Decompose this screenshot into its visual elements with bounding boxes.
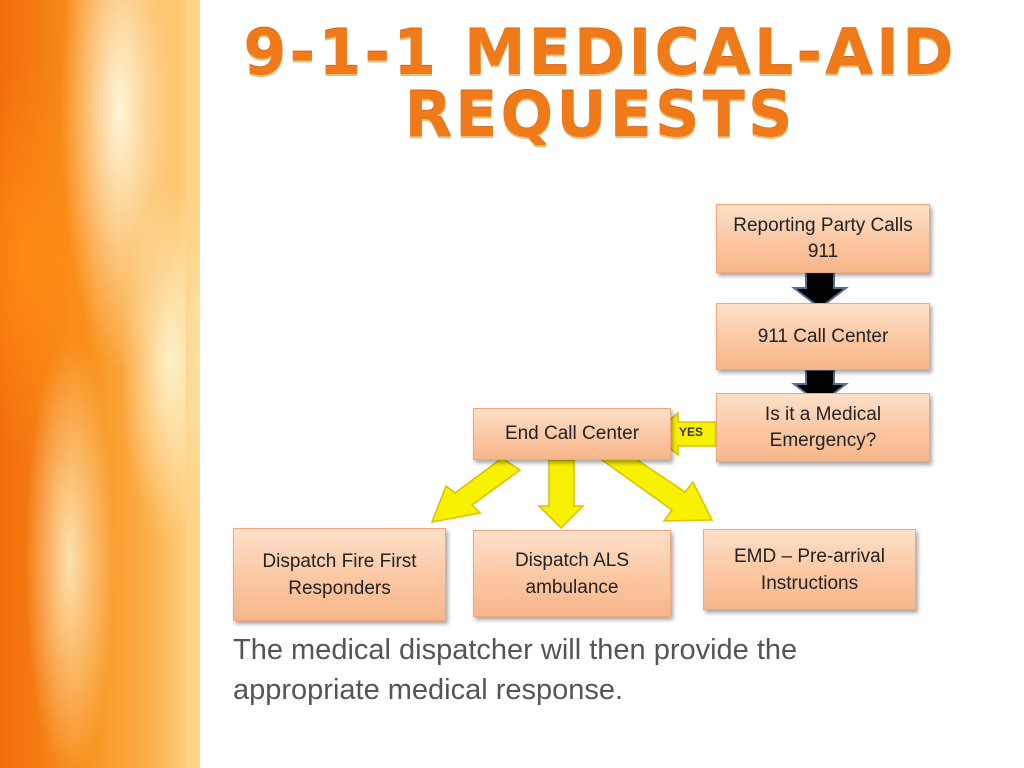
title-line-2: REQUESTS	[404, 78, 796, 151]
call-center-box: 911 Call Center	[716, 303, 930, 370]
emd-label: EMD – Pre-arrival Instructions	[734, 545, 885, 594]
dispatch-fire-box: Dispatch Fire First Responders	[233, 528, 446, 621]
end-call-center-box: End Call Center	[473, 408, 671, 460]
dispatch-fire-label: Dispatch Fire First Responders	[262, 550, 417, 599]
reporting-party-box: Reporting Party Calls 911	[716, 204, 930, 273]
medical-emergency-box: Is it a Medical Emergency?	[716, 393, 930, 462]
dispatch-als-box: Dispatch ALS ambulance	[473, 530, 671, 617]
reporting-party-label: Reporting Party Calls 911	[733, 214, 913, 262]
title-line-1: 9-1-1 MEDICAL-AID	[243, 16, 957, 89]
dispatch-als-label: Dispatch ALS ambulance	[514, 549, 630, 598]
emd-box: EMD – Pre-arrival Instructions	[703, 529, 916, 610]
body-text: The medical dispatcher will then provide…	[233, 634, 798, 706]
slide-title: 9-1-1 MEDICAL-AID REQUESTS	[230, 22, 970, 146]
end-call-center-label: End Call Center	[504, 423, 640, 444]
yes-label: YES	[679, 425, 704, 439]
call-center-label: 911 Call Center	[757, 325, 889, 347]
flame-edge-glow	[186, 0, 200, 768]
branch-arrow-left	[430, 457, 522, 523]
branch-arrow-center	[537, 459, 585, 530]
flame-side-panel	[0, 0, 200, 768]
medical-emergency-label: Is it a Medical Emergency?	[764, 403, 882, 451]
